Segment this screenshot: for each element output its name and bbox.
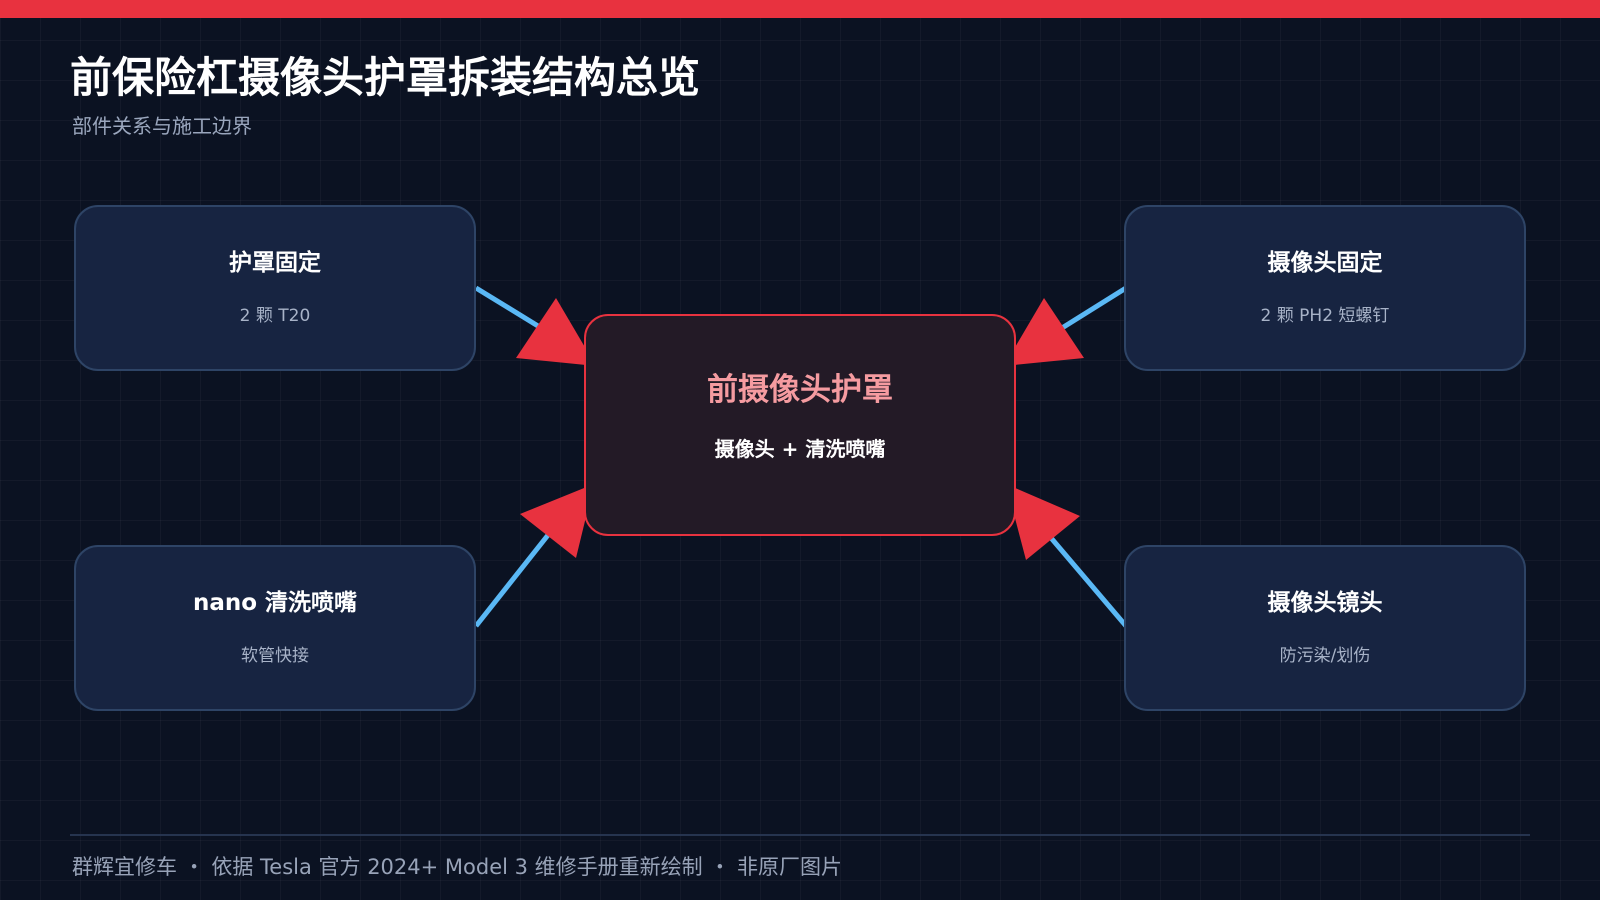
node-subtitle: 2 颗 PH2 短螺钉	[1260, 306, 1390, 326]
connector-top-right	[1060, 285, 1128, 331]
arrowhead-top-left	[516, 298, 596, 366]
connector-top-left	[474, 285, 540, 329]
node-cover-fixing: 护罩固定 2 颗 T20	[74, 205, 476, 371]
arrowhead-bottom-right	[1006, 484, 1080, 560]
footer-credit: 群辉宜修车 ・ 依据 Tesla 官方 2024+ Model 3 维修手册重新…	[72, 855, 843, 879]
footer-divider	[70, 834, 1530, 836]
node-subtitle: 2 颗 T20	[239, 306, 311, 326]
node-title: 摄像头固定	[1267, 250, 1383, 276]
page-title: 前保险杠摄像头护罩拆装结构总览	[70, 53, 701, 102]
node-title: nano 清洗喷嘴	[192, 590, 358, 616]
page-subtitle: 部件关系与施工边界	[72, 114, 252, 138]
node-camera-fixing: 摄像头固定 2 颗 PH2 短螺钉	[1124, 205, 1526, 371]
center-node-title: 前摄像头护罩	[707, 372, 893, 408]
connector-bottom-right	[1044, 530, 1128, 628]
node-subtitle: 软管快接	[241, 646, 309, 666]
center-node-subtitle: 摄像头 + 清洗喷嘴	[714, 437, 886, 461]
node-title: 摄像头镜头	[1267, 590, 1383, 616]
arrowhead-top-right	[1004, 298, 1084, 366]
center-node-camera-cover: 前摄像头护罩 摄像头 + 清洗喷嘴	[584, 314, 1016, 536]
node-washer-nozzle: nano 清洗喷嘴 软管快接	[74, 545, 476, 711]
node-camera-lens: 摄像头镜头 防污染/划伤	[1124, 545, 1526, 711]
node-title: 护罩固定	[229, 250, 321, 276]
top-accent-bar	[0, 0, 1600, 18]
connector-bottom-left	[474, 528, 554, 628]
node-subtitle: 防污染/划伤	[1279, 646, 1371, 666]
arrowhead-bottom-left	[520, 484, 594, 558]
